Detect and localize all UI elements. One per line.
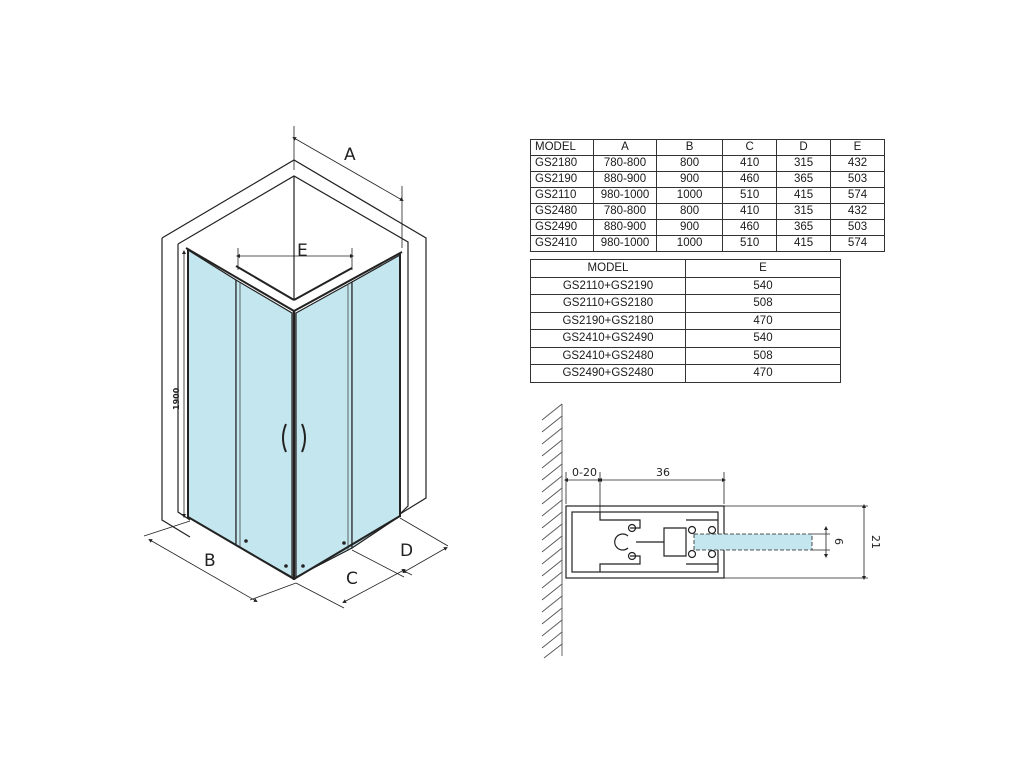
header-cell: C xyxy=(722,139,778,156)
table-cell: 800 xyxy=(655,203,724,220)
table-cell: 510 xyxy=(722,187,778,204)
table-row: GS2410 980-1000 1000 510 415 574 xyxy=(530,235,885,252)
glass-pane xyxy=(693,533,813,551)
dimension-a xyxy=(292,126,404,248)
right-side-panels xyxy=(295,253,401,578)
table-cell: GS2190 xyxy=(530,171,594,188)
label-height: 1900 xyxy=(172,387,181,410)
table-row: GS2410+GS2490 540 xyxy=(530,329,841,348)
label-d: D xyxy=(400,541,413,561)
label-b: B xyxy=(204,551,216,571)
table-cell: 432 xyxy=(830,155,885,172)
table-cell: 540 xyxy=(685,276,841,295)
table-cell: 315 xyxy=(776,203,832,220)
table-cell: GS2110 xyxy=(530,187,594,204)
table-cell: 880-900 xyxy=(593,219,657,236)
table-cell: 780-800 xyxy=(593,203,657,220)
table-cell: 980-1000 xyxy=(593,235,657,252)
table-cell: GS2410+GS2490 xyxy=(530,329,686,348)
table-cell: GS2110+GS2180 xyxy=(530,294,686,313)
combination-table: MODEL E GS2110+GS2190 540 GS2110+GS2180 … xyxy=(530,259,841,383)
table-row: GS2410+GS2480 508 xyxy=(530,346,841,365)
table-cell: 365 xyxy=(776,219,832,236)
table-cell: GS2410+GS2480 xyxy=(530,346,686,365)
table-row: GS2180 780-800 800 410 315 432 xyxy=(530,155,885,172)
dimension-d xyxy=(351,517,449,578)
table-row: GS2190+GS2180 470 xyxy=(530,311,841,330)
table-row: GS2190 880-900 900 460 365 503 xyxy=(530,171,885,188)
table-cell: 415 xyxy=(776,235,832,252)
profile-detail: 0-20 36 6 21 xyxy=(541,403,882,659)
table-header-row: MODEL A B C D E xyxy=(530,139,885,156)
table-cell: GS2480 xyxy=(530,203,594,220)
table-cell: 365 xyxy=(776,171,832,188)
header-cell: D xyxy=(776,139,832,156)
table-cell: 415 xyxy=(776,187,832,204)
header-cell: E xyxy=(685,259,841,278)
table-row: GS2490 880-900 900 460 365 503 xyxy=(530,219,885,236)
header-cell: E xyxy=(830,139,885,156)
label-a: A xyxy=(344,145,356,165)
table-cell: 880-900 xyxy=(593,171,657,188)
dimension-b xyxy=(143,520,297,602)
dimension-glass xyxy=(812,526,830,558)
table-cell: 574 xyxy=(830,235,885,252)
label-glass: 6 xyxy=(832,538,845,545)
label-e: E xyxy=(297,241,308,261)
label-c: C xyxy=(346,569,358,589)
label-gap: 0-20 xyxy=(572,466,597,479)
dimensions-table: MODEL A B C D E GS2180 780-800 800 410 3… xyxy=(530,139,885,252)
dimension-profile-height xyxy=(724,504,868,580)
table-cell: GS2410 xyxy=(530,235,594,252)
wall-hatch xyxy=(541,403,563,659)
dimension-top xyxy=(564,472,726,512)
table-cell: GS2190+GS2180 xyxy=(530,311,686,330)
table-cell: 1000 xyxy=(655,235,724,252)
table-cell: GS2490 xyxy=(530,219,594,236)
table-cell: GS2180 xyxy=(530,155,594,172)
left-side-panels xyxy=(187,248,293,579)
table-cell: 900 xyxy=(655,219,724,236)
table-cell: 540 xyxy=(685,329,841,348)
header-cell: B xyxy=(655,139,724,156)
header-cell: MODEL xyxy=(530,259,686,278)
table-cell: 1000 xyxy=(655,187,724,204)
table-cell: 410 xyxy=(722,155,778,172)
table-cell: 508 xyxy=(685,294,841,313)
table-row: GS2110 980-1000 1000 510 415 574 xyxy=(530,187,885,204)
table-cell: 460 xyxy=(722,219,778,236)
table-cell: 503 xyxy=(830,171,885,188)
table-cell: 315 xyxy=(776,155,832,172)
table-row: GS2490+GS2480 470 xyxy=(530,364,841,383)
table-cell: 510 xyxy=(722,235,778,252)
table-cell: 980-1000 xyxy=(593,187,657,204)
table-cell: 800 xyxy=(655,155,724,172)
top-rails xyxy=(185,247,403,312)
table-row: GS2480 780-800 800 410 315 432 xyxy=(530,203,885,220)
table-row: GS2110+GS2190 540 xyxy=(530,276,841,295)
label-profile-height: 21 xyxy=(869,535,882,549)
table-header-row: MODEL E xyxy=(530,259,841,278)
table-cell: 508 xyxy=(685,346,841,365)
dimension-e xyxy=(236,200,354,300)
table-cell: 470 xyxy=(685,364,841,383)
table-cell: 780-800 xyxy=(593,155,657,172)
door-handles xyxy=(282,423,306,453)
table-cell: 900 xyxy=(655,171,724,188)
table-cell: 410 xyxy=(722,203,778,220)
table-cell: 503 xyxy=(830,219,885,236)
table-cell: 432 xyxy=(830,203,885,220)
label-depth: 36 xyxy=(656,466,670,479)
table-cell: GS2490+GS2480 xyxy=(530,364,686,383)
table-row: GS2110+GS2180 508 xyxy=(530,294,841,313)
header-cell: A xyxy=(593,139,657,156)
table-cell: GS2110+GS2190 xyxy=(530,276,686,295)
table-cell: 460 xyxy=(722,171,778,188)
header-cell: MODEL xyxy=(530,139,594,156)
table-cell: 574 xyxy=(830,187,885,204)
table-cell: 470 xyxy=(685,311,841,330)
